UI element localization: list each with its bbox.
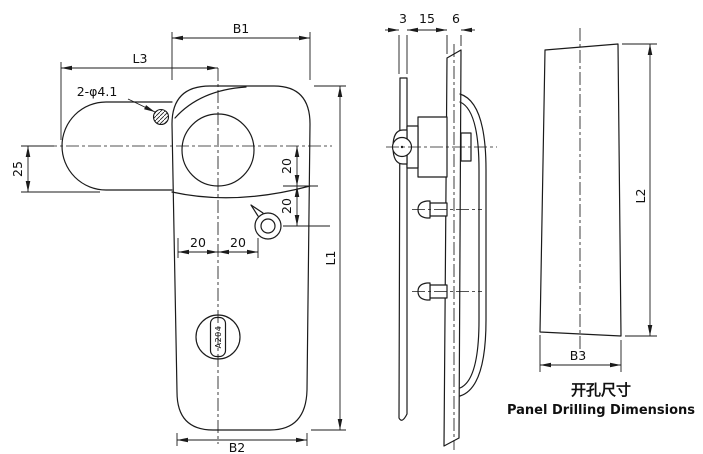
tab-outline [254, 212, 282, 240]
dim-l3-label: L3 [133, 51, 148, 66]
dim-25-label: 25 [10, 161, 25, 177]
dim-20-horizontal [177, 238, 259, 258]
mounting-hole [152, 108, 170, 126]
handle-side-profile [398, 77, 408, 421]
key-cylinder [195, 314, 241, 360]
dim-b2 [176, 433, 308, 446]
panel-drilling-view: L2 B3 开孔尺寸 Panel Drilling Dimensions [507, 28, 695, 418]
dim-6-label: 6 [452, 11, 460, 26]
dim-b2-label: B2 [229, 440, 246, 454]
dim-20-vertical [283, 146, 330, 227]
dim-3-15-6 [385, 27, 475, 74]
lock-body-inner [459, 101, 480, 389]
lock-body-profile [459, 93, 487, 397]
handle-body-outline [171, 85, 311, 431]
hole-callout-label: 2-φ4.1 [77, 84, 118, 99]
dim-b1-label: B1 [233, 21, 250, 36]
dim-b3 [539, 335, 622, 372]
dim-l2-label: L2 [633, 189, 648, 204]
dim-l2 [622, 43, 657, 337]
caption-chinese: 开孔尺寸 [571, 381, 631, 399]
dim-3-label: 3 [399, 11, 407, 26]
dim-20-right-label: 20 [230, 235, 246, 250]
dim-l3 [60, 62, 218, 140]
dim-25 [21, 145, 100, 193]
keyhole [209, 316, 227, 358]
panel-section [443, 49, 462, 447]
hole-callout-leader [127, 98, 156, 113]
head-contour-top [174, 86, 247, 119]
dim-15-label: 15 [419, 11, 435, 26]
front-view: A204 B1 L3 2-φ4.1 25 20 20 [10, 21, 346, 454]
key-code-label: A204 [214, 326, 223, 349]
dim-b1 [171, 32, 311, 80]
handle-arm-outline [61, 101, 173, 191]
dim-20-lower-label: 20 [279, 198, 294, 214]
pivot-circle [181, 113, 255, 187]
caption-english: Panel Drilling Dimensions [507, 403, 695, 418]
head-contour-bottom [171, 185, 311, 199]
tab-hole [260, 218, 276, 234]
panel-cutout-outline [539, 43, 622, 337]
tab-tip [250, 204, 264, 217]
side-view: 3 15 6 [385, 11, 497, 450]
dim-l1-label: L1 [323, 251, 338, 266]
dim-l1 [311, 85, 346, 431]
dim-20-upper-label: 20 [279, 158, 294, 174]
dim-20-left-label: 20 [190, 235, 206, 250]
dim-b3-label: B3 [570, 348, 587, 363]
